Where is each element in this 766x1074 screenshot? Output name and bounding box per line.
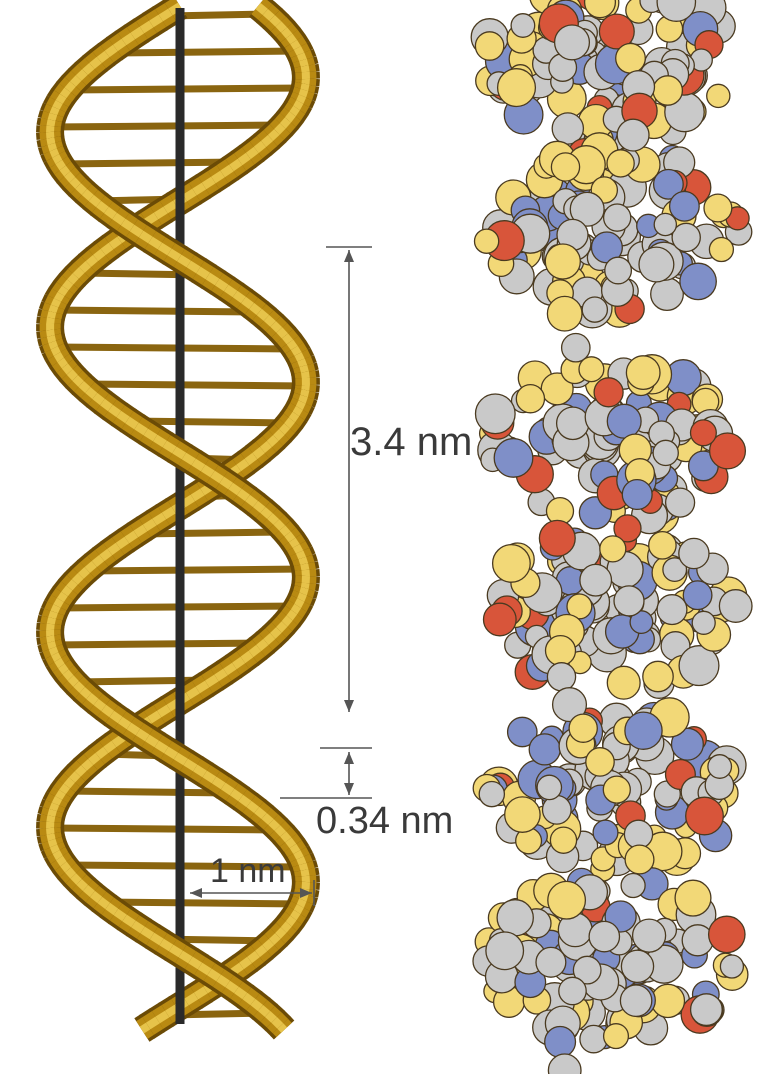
atom-sphere <box>494 439 533 478</box>
atom-sphere <box>657 595 687 625</box>
atom-sphere <box>511 14 535 38</box>
atom-sphere <box>683 581 712 610</box>
atom-spheres <box>471 0 752 1074</box>
base-pair-spacing-label: 0.34 nm <box>316 800 453 843</box>
atom-sphere <box>666 488 695 517</box>
atom-sphere <box>551 153 579 181</box>
atom-sphere <box>626 356 660 390</box>
atom-sphere <box>539 520 575 556</box>
atom-sphere <box>691 420 717 446</box>
atom-sphere <box>547 663 575 691</box>
atom-sphere <box>622 480 652 510</box>
atom-sphere <box>616 44 646 74</box>
atom-sphere <box>486 932 524 970</box>
atom-sphere <box>569 714 597 742</box>
atom-sphere <box>704 194 732 222</box>
atom-sphere <box>651 984 684 1017</box>
atom-sphere <box>625 712 662 749</box>
atom-sphere <box>589 921 619 951</box>
atom-sphere <box>607 666 640 699</box>
atom-sphere <box>653 76 682 105</box>
atom-sphere <box>707 84 730 107</box>
atom-sphere <box>498 69 536 107</box>
atom-sphere <box>633 919 666 952</box>
atom-sphere <box>621 950 653 982</box>
atom-sphere <box>621 874 645 898</box>
atom-sphere <box>505 797 540 832</box>
atom-sphere <box>600 536 626 562</box>
atom-sphere <box>580 564 612 596</box>
atom-sphere <box>604 1024 629 1049</box>
atom-sphere <box>708 755 732 779</box>
atom-sphere <box>617 119 649 151</box>
atom-sphere <box>546 636 576 666</box>
atom-sphere <box>679 538 709 568</box>
atom-sphere <box>529 734 560 765</box>
atom-sphere <box>537 775 561 799</box>
atom-sphere <box>692 611 715 634</box>
atom-sphere <box>639 247 674 282</box>
atom-sphere <box>559 977 586 1004</box>
atom-sphere <box>720 955 743 978</box>
atom-sphere <box>719 590 752 623</box>
atom-sphere <box>580 1025 607 1052</box>
atom-sphere <box>545 244 580 279</box>
atom-sphere <box>484 603 517 636</box>
atom-sphere <box>624 820 652 848</box>
atom-sphere <box>686 797 724 835</box>
atom-sphere <box>651 278 684 311</box>
atom-sphere <box>604 204 631 231</box>
helix-radius-label: 1 nm <box>210 852 286 891</box>
atom-sphere <box>675 880 711 916</box>
atom-sphere <box>475 32 503 60</box>
atom-sphere <box>497 900 533 936</box>
atom-sphere <box>493 545 531 583</box>
atom-sphere <box>476 394 516 434</box>
atom-sphere <box>653 440 678 465</box>
atom-sphere <box>680 263 716 299</box>
atom-sphere <box>691 994 723 1026</box>
atom-sphere <box>709 916 745 952</box>
atom-sphere <box>709 238 733 262</box>
atom-sphere <box>643 661 673 691</box>
atom-sphere <box>547 296 582 331</box>
helical-turn-label: 3.4 nm <box>350 420 472 465</box>
atom-sphere <box>475 229 499 253</box>
atom-sphere <box>516 385 544 413</box>
atom-sphere <box>654 213 676 235</box>
atom-sphere <box>605 257 632 284</box>
atom-sphere <box>548 881 586 919</box>
atom-sphere <box>614 586 644 616</box>
atom-sphere <box>550 827 576 853</box>
atom-sphere <box>620 985 651 1016</box>
atom-sphere <box>545 1027 576 1058</box>
atom-sphere <box>582 297 607 322</box>
atom-sphere <box>536 947 566 977</box>
atom-sphere <box>682 925 713 956</box>
atom-sphere <box>548 1054 581 1074</box>
atom-sphere <box>586 748 614 776</box>
atom-sphere <box>579 357 604 382</box>
atom-sphere <box>557 407 589 439</box>
atom-sphere <box>594 378 623 407</box>
atom-sphere <box>593 820 618 845</box>
atom-sphere <box>649 532 676 559</box>
atom-sphere <box>607 404 641 438</box>
atom-sphere <box>607 150 634 177</box>
atom-sphere <box>603 776 630 803</box>
atom-sphere <box>625 845 654 874</box>
atom-sphere <box>555 25 590 60</box>
atom-sphere <box>479 782 504 807</box>
